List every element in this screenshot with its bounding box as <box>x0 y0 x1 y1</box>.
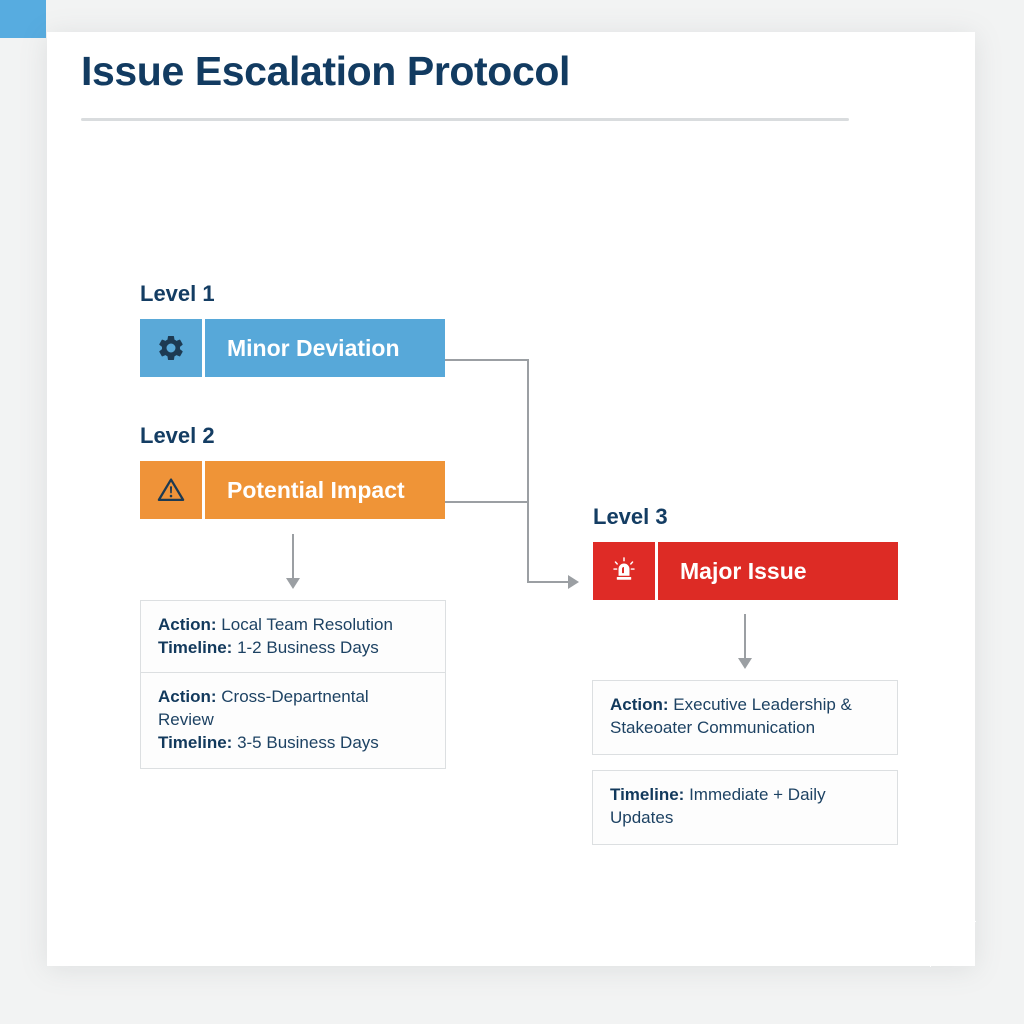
page-title: Issue Escalation Protocol <box>81 48 570 94</box>
warning-triangle-icon <box>140 461 202 519</box>
gear-icon <box>140 319 202 377</box>
action-value-2: Cross-Departnental Review <box>158 687 369 729</box>
action-label-1: Action: <box>158 615 217 634</box>
timeline-value-2: 3-5 Business Days <box>237 732 379 752</box>
connector-level1-horizontal <box>445 359 528 361</box>
detail-timeline-row-1: Timeline: 1-2 Business Days <box>158 637 428 660</box>
connector-level2-horizontal <box>445 501 528 503</box>
timeline-label-2: Timeline: <box>158 732 233 752</box>
detail-box-level2: Action: Cross-Departnental Review Timeli… <box>140 672 446 770</box>
connector-level3-down <box>744 614 746 661</box>
level-group-3: Level 3 Major Issue <box>593 504 898 600</box>
level-1-bar[interactable]: Minor Deviation <box>140 319 445 377</box>
connector-to-level3-horizontal <box>527 581 570 583</box>
connector-vertical-trunk <box>527 359 529 582</box>
card-corner-notch <box>930 921 976 967</box>
level-2-bar[interactable]: Potential Impact <box>140 461 445 519</box>
detail-box-level3-action: Action: Executive Leadership & Stakeoate… <box>592 680 898 755</box>
level-3-bar[interactable]: Major Issue <box>593 542 898 600</box>
detail-action-row-1: Action: Local Team Resolution <box>158 614 428 637</box>
connector-arrowhead-level3 <box>568 575 579 589</box>
timeline-label-3: Timeline: <box>610 785 685 804</box>
level-3-title: Major Issue <box>658 542 898 600</box>
timeline-value-3: Immediate + Daily Updates <box>610 785 826 827</box>
timeline-label-1: Timeline: <box>158 637 233 657</box>
title-divider <box>81 118 849 121</box>
detail-timeline-row-2: Timeline: 3-5 Business Days <box>158 732 428 755</box>
detail-action-row-2: Action: Cross-Departnental Review <box>158 686 428 732</box>
level-group-2: Level 2 Potential Impact <box>140 423 445 519</box>
level-2-label: Level 2 <box>140 423 215 448</box>
level-1-title: Minor Deviation <box>205 319 445 377</box>
connector-level2-down <box>292 534 294 581</box>
level-3-label: Level 3 <box>593 504 668 529</box>
detail-timeline-row-3: Timeline: Immediate + Daily Updates <box>610 784 880 830</box>
siren-icon <box>593 542 655 600</box>
level-group-1: Level 1 Minor Deviation <box>140 281 445 377</box>
detail-box-level1: Action: Local Team Resolution Timeline: … <box>140 600 446 675</box>
timeline-value-1: 1-2 Business Days <box>237 637 379 657</box>
level-1-label: Level 1 <box>140 281 215 306</box>
action-label-3: Action: <box>610 695 669 714</box>
detail-action-row-3: Action: Executive Leadership & Stakeoate… <box>610 694 880 740</box>
level-2-title: Potential Impact <box>205 461 445 519</box>
action-value-3: Executive Leadership & Stakeoater Commun… <box>610 695 852 737</box>
arrowhead-level2-down <box>286 578 300 589</box>
detail-box-level3-timeline: Timeline: Immediate + Daily Updates <box>592 770 898 845</box>
action-value-1: Local Team Resolution <box>221 615 393 634</box>
arrowhead-level3-down <box>738 658 752 669</box>
action-label-2: Action: <box>158 687 217 706</box>
corner-accent-square <box>0 0 46 38</box>
